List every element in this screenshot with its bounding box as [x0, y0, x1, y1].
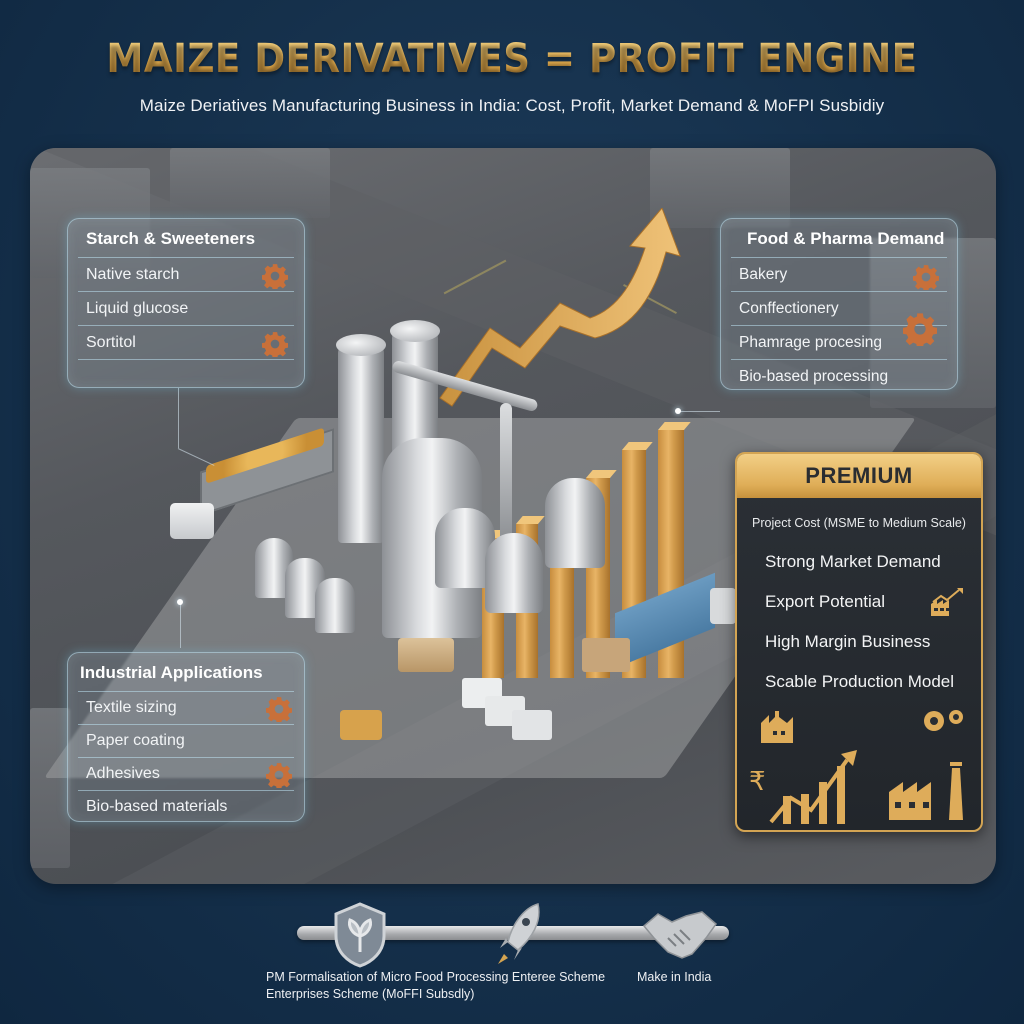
rocket-icon: [498, 903, 540, 964]
handshake-icon: [642, 911, 718, 959]
page-subtitle: Maize Deriatives Manufacturing Business …: [139, 96, 885, 115]
connector-line: [178, 388, 179, 448]
background-building: [30, 708, 70, 868]
connector-line: [180, 603, 181, 648]
factory-icon: [761, 711, 793, 743]
item-label: Bio-based processing: [739, 368, 889, 385]
silo-cap: [336, 334, 386, 356]
pipe: [500, 403, 512, 543]
shield-leaf-icon: [334, 902, 386, 968]
truck-cab: [170, 503, 214, 539]
scheme-label-line: Enterprises Scheme (MoFFI Subsdly): [266, 987, 475, 1001]
item-label: Strong Market Demand: [765, 552, 941, 571]
item-label: Bakery: [739, 266, 788, 283]
maize-load: [206, 427, 324, 484]
tank: [485, 533, 543, 613]
connector-node: [177, 599, 183, 605]
factory-growth-icon: [931, 588, 963, 616]
white-bag-pallet: [512, 710, 552, 740]
forklift: [340, 710, 382, 740]
list-item: Phamrage procesing: [731, 313, 947, 359]
item-label: Textile sizing: [86, 699, 177, 716]
list-item: Paper coating: [78, 724, 294, 757]
gears-icon: [924, 710, 963, 731]
item-label: Adhesives: [86, 765, 160, 782]
connector-node: [675, 408, 681, 414]
divider: [78, 359, 294, 361]
item-label: Sortitol: [86, 334, 136, 351]
list-item: Adhesives: [78, 757, 294, 790]
list-item: Bio-based materials: [78, 790, 294, 823]
premium-item: Scable Production Model: [765, 662, 981, 702]
cargo-sacks: [582, 638, 630, 672]
list-item: Textile sizing: [78, 691, 294, 724]
item-label: Native starch: [86, 266, 180, 283]
factory-chimney-icon: [889, 762, 963, 820]
background-building: [650, 148, 790, 228]
premium-card: PREMIUM Project Cost (MSME to Medium Sca…: [735, 452, 983, 832]
item-label: Liquid glucose: [86, 300, 189, 317]
gear-icon: [913, 265, 939, 290]
item-label: Export Potential: [765, 592, 886, 611]
scheme-label-pmfme: PM Formalisation of Micro Food Processin…: [266, 969, 605, 1003]
svg-text:₹: ₹: [749, 767, 766, 797]
list-item: Native starch: [78, 257, 294, 291]
connector-line: [177, 448, 215, 466]
page-title: MAIZE DERIVATIVES = PROFIT ENGINE: [36, 36, 988, 82]
food-pharma-demand-panel: Food & Pharma Demand Bakery Conffectione…: [720, 218, 958, 390]
premium-item: Strong Market Demand: [765, 542, 981, 582]
item-label: Phamrage procesing: [739, 334, 883, 351]
list-item: Conffectionery: [731, 291, 947, 325]
list-item: Liquid glucose: [78, 291, 294, 325]
gear-icon: [266, 697, 292, 722]
truck-cab: [710, 588, 736, 624]
starch-sweeteners-panel: Starch & Sweeteners Native starch Liquid…: [67, 218, 305, 388]
list-item: Bio-based processing: [731, 359, 947, 393]
panel-title: Industrial Applications: [80, 663, 263, 682]
background-building: [170, 148, 330, 218]
silo-cap: [390, 320, 440, 342]
connector-line: [678, 411, 720, 412]
scheme-label-line: PM Formalisation of Micro Food Processin…: [266, 970, 606, 984]
panel-title: Food & Pharma Demand: [747, 229, 945, 248]
item-label: Bio-based materials: [86, 798, 228, 815]
list-item: Sortitol: [78, 325, 294, 359]
item-label: Scable Production Model: [765, 672, 955, 691]
item-label: Paper coating: [86, 732, 185, 749]
gear-icon: [262, 264, 288, 289]
growth-arrow-icon: [439, 208, 681, 407]
gear-icon: [262, 332, 288, 357]
tank: [545, 478, 605, 568]
gear-icon: [266, 763, 292, 788]
scheme-label-make-in-india: Make in India: [637, 970, 712, 984]
premium-item: High Margin Business: [765, 622, 981, 662]
sack-pallet: [398, 638, 454, 672]
rupee-growth-chart-icon: ₹: [749, 750, 857, 824]
list-item: Bakery: [731, 257, 947, 291]
item-label: Conffectionery: [739, 300, 839, 317]
panel-title: Starch & Sweeteners: [86, 229, 256, 248]
small-tank: [315, 578, 355, 633]
premium-heading: PREMIUM: [737, 454, 981, 498]
premium-item: Export Potential: [765, 582, 981, 622]
gear-icon: [903, 313, 937, 346]
premium-subheading: Project Cost (MSME to Medium Scale): [752, 516, 966, 530]
industrial-applications-panel: Industrial Applications Textile sizing P…: [67, 652, 305, 822]
silo: [338, 343, 384, 543]
item-label: High Margin Business: [765, 632, 931, 651]
